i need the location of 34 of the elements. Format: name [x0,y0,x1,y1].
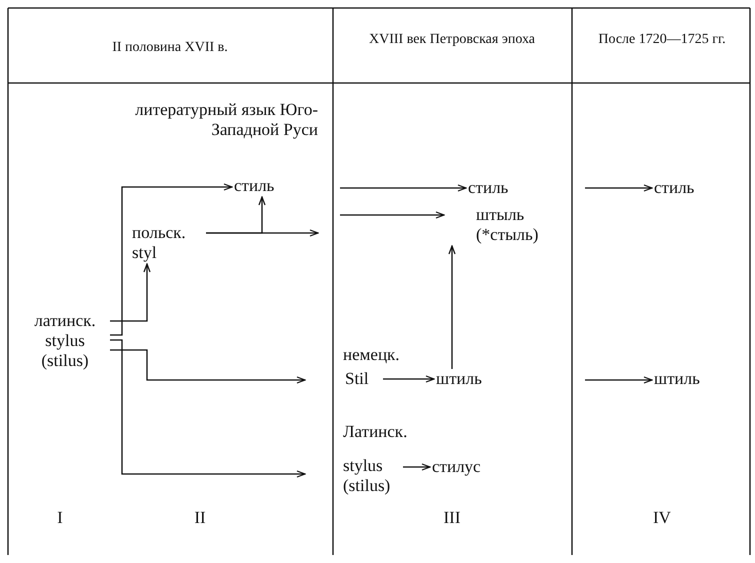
arrow [403,463,431,471]
word-text: stylus (stilus) [343,456,392,496]
word-text: стиль [468,178,510,198]
language-label: Латинск. [343,422,408,442]
column-heading: XVIII век Петровская эпоха [368,32,536,48]
word-text: (*стыль) [476,225,540,245]
language-label: немецк. [343,345,400,365]
period-numeral: II [193,508,207,528]
word-text: Stil [345,369,370,389]
word-text: стилус [432,457,482,477]
arrow [110,183,233,336]
word-text: латинск. stylus (stilus) [33,311,97,371]
arrow [340,211,445,219]
column-heading: После 1720—1725 гг. [597,32,727,48]
arrow [110,263,151,322]
arrow [110,349,306,384]
word-text: стиль [234,176,276,196]
arrow [585,376,653,384]
word-text: литературный язык Юго-Западной Руси [134,100,318,140]
period-numeral: III [442,508,462,528]
word-text: штиль [436,369,483,389]
arrow [383,375,435,383]
arrow [448,245,456,369]
period-numeral: IV [652,508,672,528]
column-heading: II половина XVII в. [111,40,229,56]
arrow [340,184,467,192]
arrow [110,339,306,478]
word-text: стиль [654,178,696,198]
word-text: штиль [654,369,701,389]
period-numeral: I [56,508,64,528]
arrow [585,184,653,192]
word-text: штыль [476,205,526,225]
word-text: польск. styl [132,223,187,263]
arrow [206,229,319,237]
